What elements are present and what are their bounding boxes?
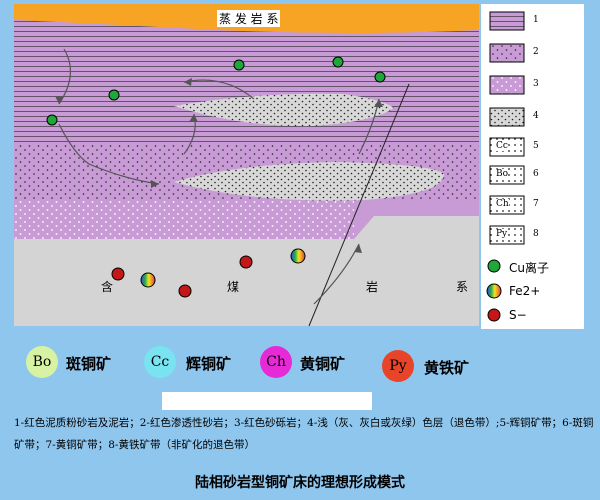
mineral-bo-name: 斑铜矿	[66, 355, 112, 373]
cu-ion-point	[46, 114, 58, 126]
mineral-cc-badge: Cc	[144, 346, 176, 378]
legend-num-3: 3	[533, 79, 539, 89]
mineral-py-badge: Py	[382, 350, 414, 382]
fe-point	[290, 248, 306, 264]
coal-series-label-3: 岩	[366, 280, 379, 294]
figure-caption: 陆相砂岩型铜矿床的理想形成模式	[195, 475, 405, 491]
fault-line	[308, 83, 410, 327]
coal-series-label-1: 含	[101, 280, 114, 294]
sulfur-point	[111, 267, 125, 281]
sulfur-point	[239, 255, 253, 269]
coal-series-label-4: 系	[456, 280, 469, 294]
legend-swatch-4	[489, 107, 525, 127]
legend-symbol-ch: Ch	[496, 199, 509, 209]
legend-num-7: 7	[533, 199, 539, 209]
sulfur-points	[111, 255, 253, 298]
cu-ion-point	[233, 59, 245, 71]
legend-fe-point	[486, 283, 502, 299]
coal-series-label-2: 煤	[227, 280, 240, 294]
evaporite-label: 蒸 发 岩 系	[217, 10, 281, 27]
legend-cu-point	[487, 259, 501, 273]
cu-ion-point	[374, 71, 386, 83]
legend-num-5: 5	[533, 141, 539, 151]
bleached-lens-upper	[174, 93, 394, 127]
legend-num-6: 6	[533, 169, 539, 179]
bleached-lens-lower	[174, 162, 444, 201]
legend-symbol-py: Py	[496, 229, 508, 239]
legend-description: 1-红色泥质粉砂岩及泥岩；2-红色渗透性砂岩；3-红色砂砾岩；4-浅（灰、灰白或…	[14, 417, 594, 451]
legend-swatch-1	[489, 11, 525, 31]
legend-s-label: S−	[509, 308, 527, 322]
legend-swatch-3	[489, 75, 525, 95]
legend-num-8: 8	[533, 229, 539, 239]
legend-fe-label: Fe2+	[509, 284, 541, 298]
red-conglomerate-layer	[14, 199, 354, 239]
arrow-heads	[55, 78, 383, 253]
sulfur-point	[178, 284, 192, 298]
legend-swatch-2	[489, 43, 525, 63]
legend-num-4: 4	[533, 111, 539, 121]
fe-point	[140, 272, 156, 288]
cu-ion-points	[46, 56, 386, 126]
mineral-ch-badge: Ch	[260, 346, 292, 378]
coal-bearing-series	[14, 216, 479, 326]
legend-s-point	[487, 308, 501, 322]
mineral-bo-badge: Bo	[26, 346, 58, 378]
legend-num-2: 2	[533, 47, 539, 57]
cu-ion-point	[108, 89, 120, 101]
legend-cu-label: Cu离子	[509, 261, 549, 275]
geology-section-diagram	[14, 4, 584, 329]
legend-symbol-bo: Bo	[496, 169, 509, 179]
mineral-ch-name: 黄铜矿	[300, 355, 346, 373]
red-mudstone-layer	[14, 20, 479, 99]
legend-num-1: 1	[533, 15, 539, 25]
fe-points	[140, 248, 306, 288]
cu-ion-point	[332, 56, 344, 68]
legend-symbol-cc: Cc	[496, 141, 508, 151]
mineral-py-name: 黄铁矿	[424, 359, 470, 377]
mineral-cc-name: 辉铜矿	[186, 355, 232, 373]
blank-box	[162, 392, 372, 410]
